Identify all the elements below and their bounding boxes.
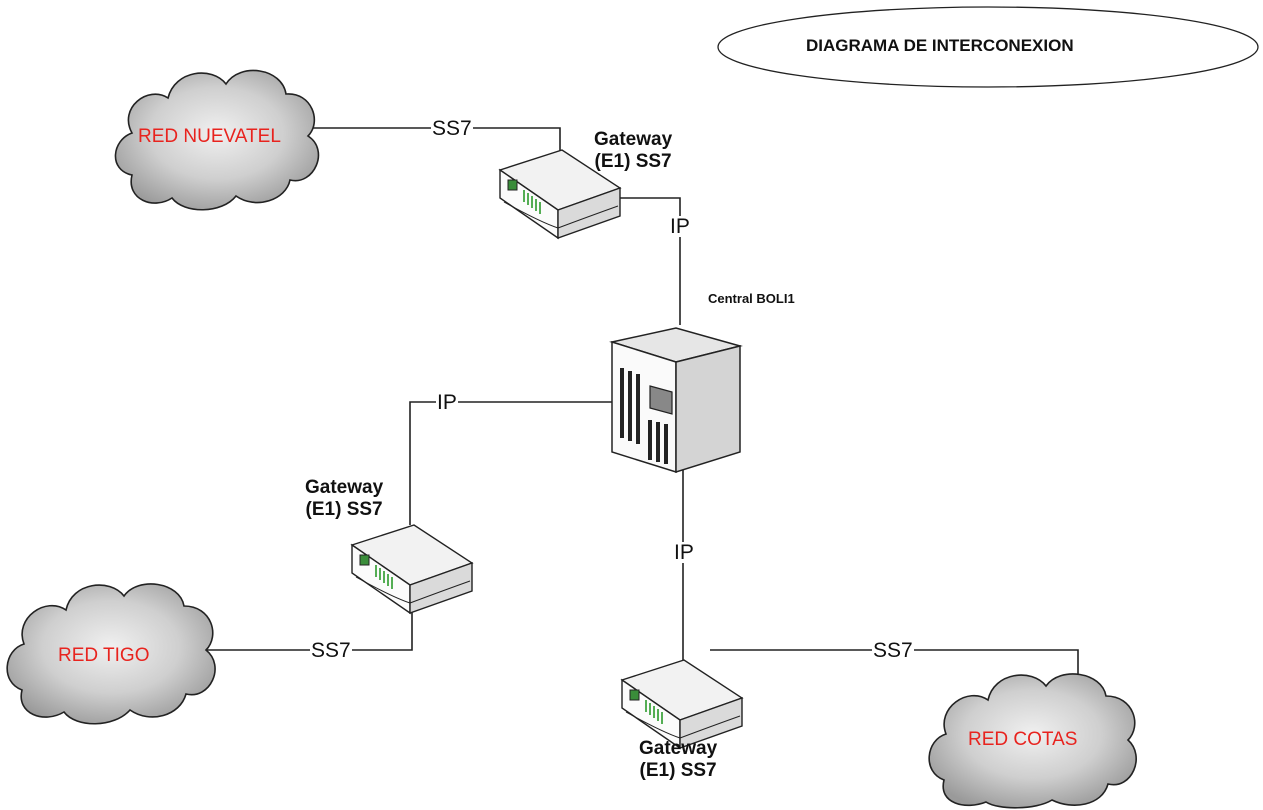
link-label-top-ip: IP bbox=[669, 215, 691, 238]
gateway-bottom-label: Gateway (E1) SS7 bbox=[639, 738, 717, 782]
cloud-cotas bbox=[928, 673, 1137, 809]
cloud-label-nuevatel: RED NUEVATEL bbox=[138, 126, 281, 147]
link-label-nuevatel-ss7: SS7 bbox=[431, 117, 473, 140]
link-label-bottom-ip: IP bbox=[673, 541, 695, 564]
gateway-bottom-label-line2: (E1) SS7 bbox=[639, 760, 717, 781]
gateway-top-label-line1: Gateway bbox=[594, 129, 673, 150]
central-server-icon bbox=[609, 327, 743, 474]
gateway-bottom-label-line1: Gateway bbox=[639, 738, 718, 759]
gateway-left-label: Gateway (E1) SS7 bbox=[305, 477, 383, 521]
diagram-title: DIAGRAMA DE INTERCONEXION bbox=[806, 36, 1074, 55]
gateway-left-label-line1: Gateway bbox=[305, 477, 384, 498]
cloud-label-tigo: RED TIGO bbox=[58, 645, 150, 666]
gateway-left-icon bbox=[350, 524, 474, 615]
gateway-left-label-line2: (E1) SS7 bbox=[305, 499, 383, 520]
link-label-left-ip: IP bbox=[436, 391, 458, 414]
cloud-tigo bbox=[6, 583, 216, 725]
cloud-nuevatel bbox=[114, 69, 320, 211]
gateway-top-label-line2: (E1) SS7 bbox=[594, 151, 672, 172]
central-label: Central BOLI1 bbox=[708, 291, 795, 306]
link-central-left-gateway bbox=[409, 401, 612, 525]
link-left-gateway-tigo bbox=[205, 605, 413, 651]
gateway-top-icon bbox=[498, 149, 622, 240]
cloud-label-cotas: RED COTAS bbox=[968, 729, 1078, 750]
link-label-tigo-ss7: SS7 bbox=[310, 639, 352, 662]
gateway-bottom-icon bbox=[620, 659, 744, 750]
link-top-gateway-central bbox=[618, 197, 681, 325]
gateway-top-label: Gateway (E1) SS7 bbox=[594, 129, 672, 173]
link-label-cotas-ss7: SS7 bbox=[872, 639, 914, 662]
link-nuevatel-gateway bbox=[308, 127, 561, 158]
title-ellipse bbox=[717, 6, 1259, 88]
